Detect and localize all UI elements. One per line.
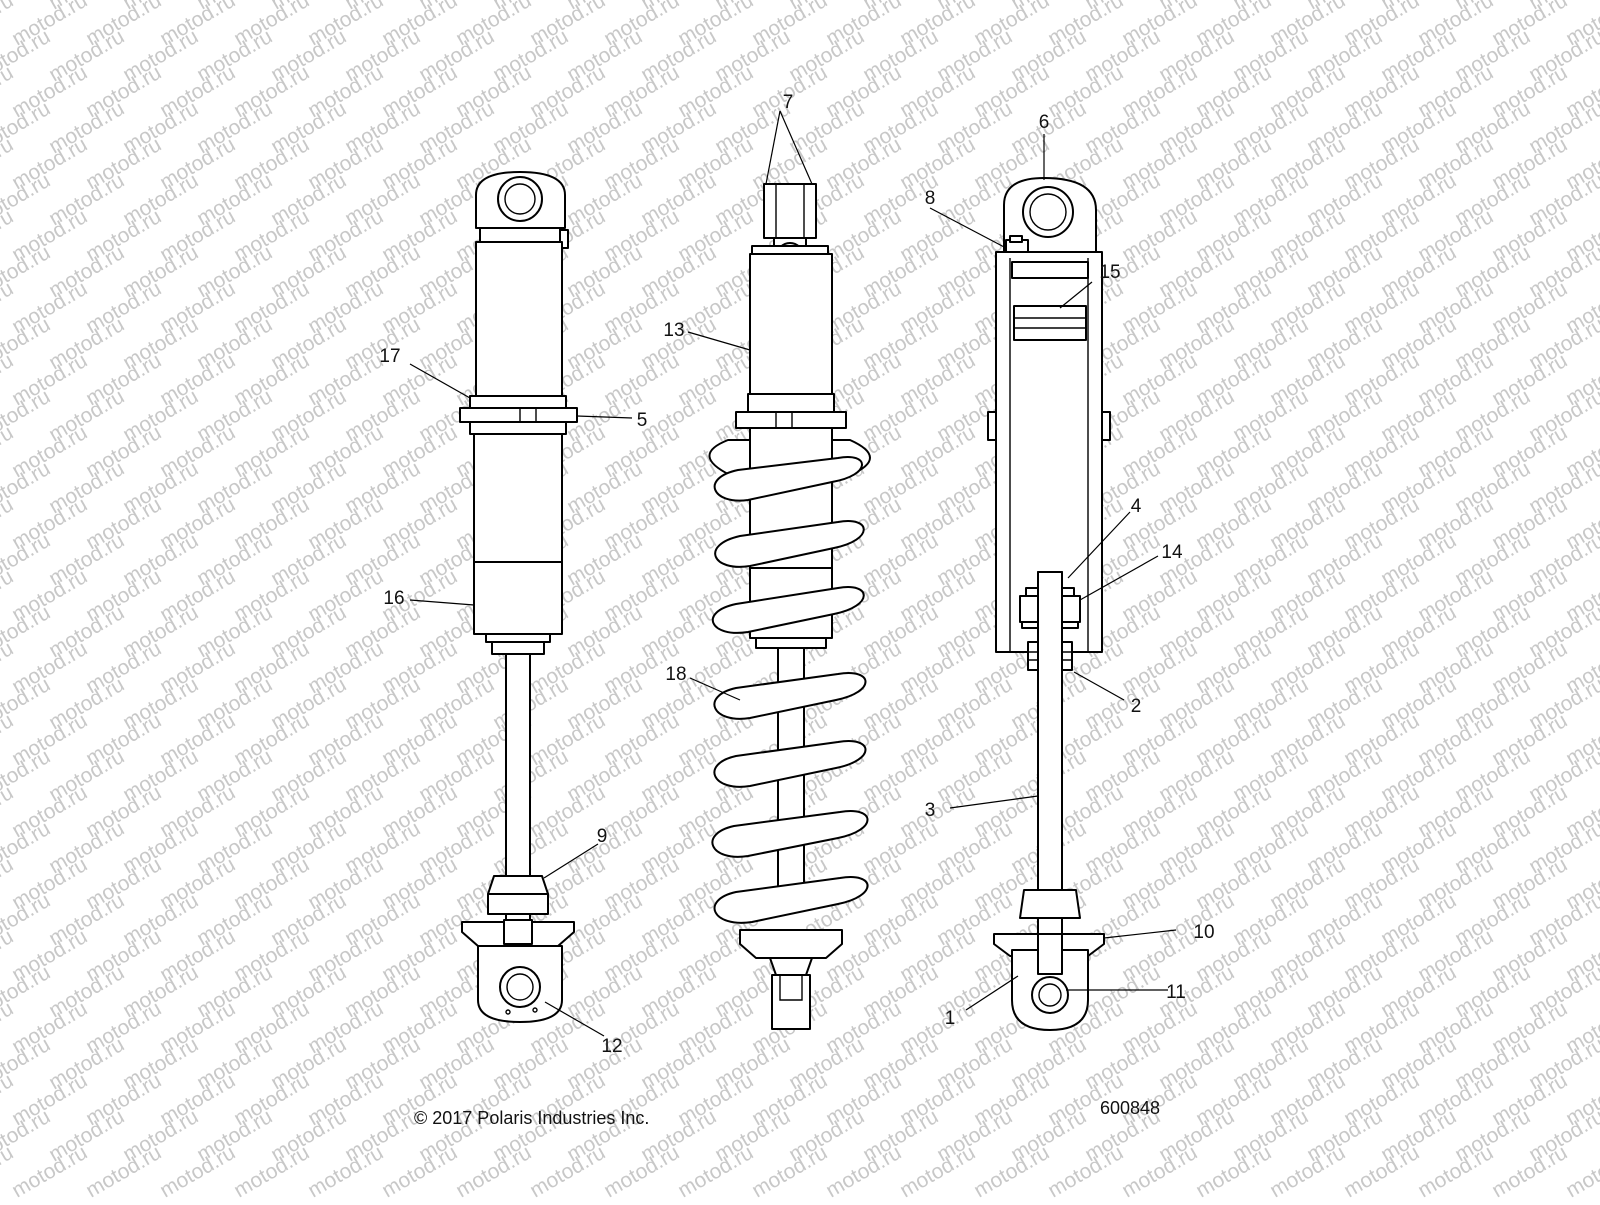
callout-12: 12 — [601, 1036, 622, 1057]
left-shock-cylinder — [473, 433, 563, 563]
left-shock-bump-stop — [487, 875, 549, 895]
callout-15: 15 — [1099, 262, 1120, 283]
left-shock-shaft — [505, 653, 531, 877]
callout-5: 5 — [637, 410, 648, 431]
callout-17: 17 — [379, 346, 400, 367]
callout-11: 11 — [1166, 982, 1186, 1003]
callout-6: 6 — [1039, 112, 1050, 133]
center-shock-preload-nut — [735, 411, 847, 429]
watermark-text: motod.ru — [1562, 1141, 1600, 1200]
left-shock-preload-ring — [469, 395, 567, 409]
callout-2: 2 — [1131, 696, 1142, 717]
center-shock-lower-seat — [739, 929, 843, 959]
drawing-number: 600848 — [1100, 1098, 1160, 1118]
center-shock-body — [749, 253, 833, 395]
right-shock-bump-stop — [1019, 889, 1081, 919]
callout-10: 10 — [1193, 922, 1214, 943]
right-shock-floating-piston — [1013, 305, 1087, 341]
callout-3: 3 — [925, 800, 936, 821]
center-shock-lower-mount — [771, 974, 811, 1030]
left-shock-lower-sleeve — [473, 561, 563, 635]
left-shock-body — [475, 241, 563, 397]
left-shock-lower-bushing — [499, 966, 541, 1008]
callout-1: 1 — [945, 1008, 956, 1029]
callout-8: 8 — [925, 188, 936, 209]
callout-7: 7 — [783, 92, 794, 113]
callout-9: 9 — [597, 826, 608, 847]
callout-14: 14 — [1161, 542, 1183, 563]
right-shock-lower-bushing — [1031, 976, 1069, 1014]
copyright-text: © 2017 Polaris Industries Inc. — [414, 1108, 649, 1128]
center-shock-clevis — [763, 183, 817, 239]
callout-18: 18 — [665, 664, 686, 685]
callout-16: 16 — [383, 588, 404, 609]
callout-13: 13 — [663, 320, 684, 341]
left-shock-spring-adjuster — [459, 407, 578, 423]
callout-4: 4 — [1131, 496, 1142, 517]
